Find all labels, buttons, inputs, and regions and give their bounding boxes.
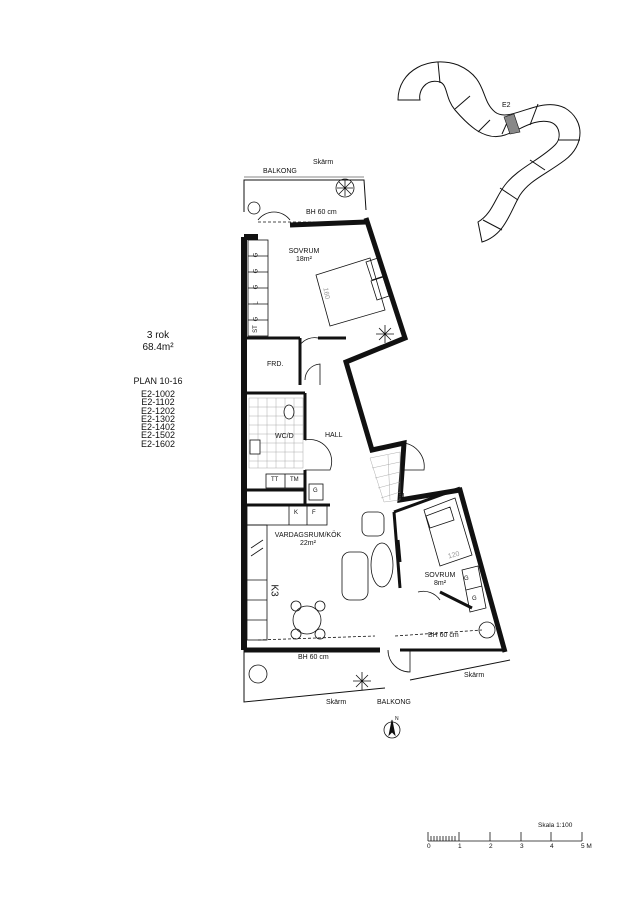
north-label: N [395,716,399,722]
scale-tick: 3 [520,843,524,850]
unit-location-highlight [503,113,521,135]
scale-tick: 0 [427,843,431,850]
railing-label-bottom-right: BH 60 cm [428,632,459,639]
scale-bar [427,832,583,842]
unit-number: E2-1402 [140,422,176,433]
sink-icon [249,439,261,455]
room-area: 22m² [300,540,316,547]
room-wcd: WC/D [275,433,294,440]
appliance-g: G [313,488,318,494]
wardrobe-label: G [472,596,477,602]
unit-number: E2-1102 [141,397,175,408]
plant-icon [376,325,394,343]
railing-label-bottom-left: BH 60 cm [298,654,329,661]
wardrobe-label: G [253,252,260,258]
scale-tick: 2 [489,843,493,850]
appliance-f: F [312,510,316,516]
scale-tick: 4 [550,843,554,850]
room-sovrum-small: SOVRUM 8m² [420,572,460,588]
appliance-tt: TT [271,477,279,483]
wardrobe-label: G [253,268,260,274]
room-name: SOVRUM [288,248,320,255]
scale-label: Skala 1:100 [538,822,573,829]
room-area: 18m² [296,256,312,263]
wardrobes-bedroom [247,239,269,337]
balcony-bottom-label: BALKONG [377,699,411,706]
toilet-icon [283,404,295,420]
interior-walls [247,336,473,610]
unit-number: E2-1202 [140,405,176,416]
room-sovrum-large: SOVRUM 18m² [282,248,326,264]
plant-icon [248,621,496,690]
screen-label-right: Skärm [464,672,485,679]
room-frd: FRD. [267,361,284,368]
scale-tick: 1 [458,843,462,850]
wardrobe-label: L [253,301,260,305]
wardrobe-label: G [253,316,260,322]
key-plan [397,61,581,243]
wardrobes-small-bedroom [461,565,487,613]
wardrobe-label: ST [252,325,259,333]
kitchen-counters [246,504,328,641]
plan-label: PLAN 10-16 [133,376,183,386]
room-name: VARDAGSRUM/KÖK [274,532,342,539]
apartment-type: 3 rok [146,330,170,341]
living-furniture [290,511,402,640]
balcony-top-label: BALKONG [263,168,297,175]
bed-large [315,257,390,327]
room-hall: HALL [325,432,343,439]
plant-icon [247,178,355,215]
railing-label-top: BH 60 cm [306,209,337,216]
unit-number: E2-1302 [140,413,176,424]
wardrobe-label: G [253,284,260,290]
room-area: 8m² [433,580,447,587]
unit-number: E2-1002 [140,389,176,399]
room-el: EL [398,493,407,500]
screen-label-top: Skärm [313,159,334,166]
appliance-k: K [294,510,299,516]
key-plan-label: E2 [502,102,511,109]
unit-number: E2-1502 [140,430,176,441]
apartment-area: 68.4m² [142,342,174,353]
bed-small [423,497,473,567]
unit-number: E2-1602 [140,438,176,449]
room-name: SOVRUM [424,572,456,579]
wardrobe-label: G [464,576,469,582]
doors [257,211,441,673]
el-cabinet [369,451,401,503]
north-arrow-icon [383,719,401,739]
appliance-tm: TM [290,477,299,483]
scale-tick: 5 M [581,843,592,850]
laundry-machines [265,473,324,501]
room-vardagsrum: VARDAGSRUM/KÖK 22m² [267,532,349,548]
balcony-bottom [243,629,511,703]
unit-list: E2-1002 E2-1102 E2-1202 E2-1302 E2-1402 … [118,389,198,449]
screen-label-left: Skärm [326,699,347,706]
kitchen-k3: K3 [268,584,280,597]
